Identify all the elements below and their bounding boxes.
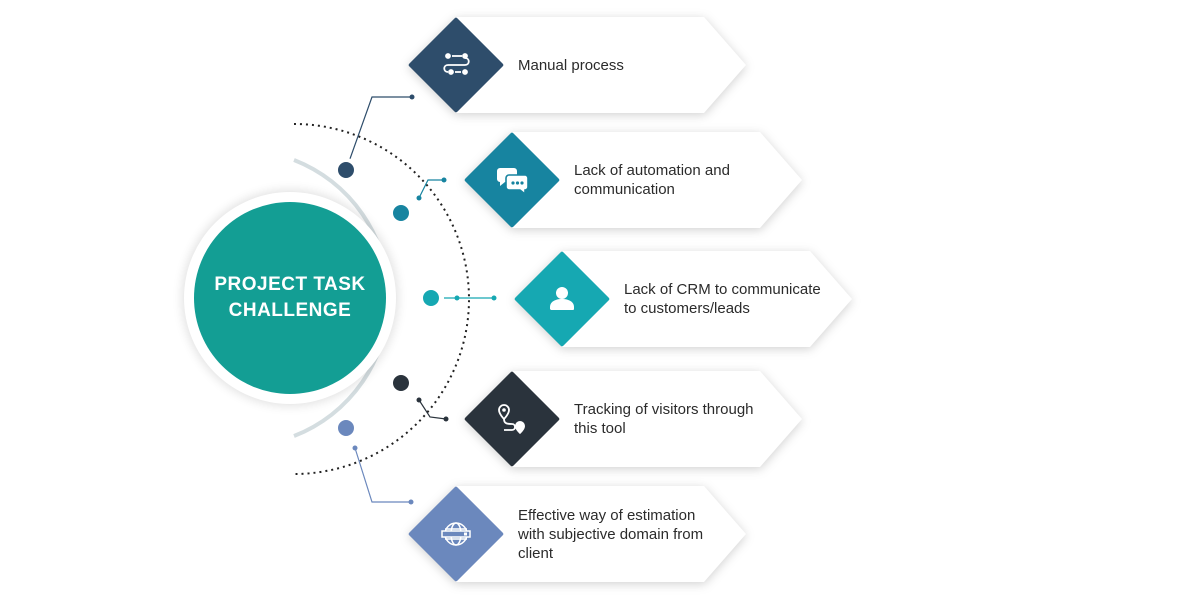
connector-4	[418, 399, 447, 420]
connector-1	[345, 96, 412, 171]
node-dot-2	[389, 201, 413, 225]
node-dot-4	[389, 371, 413, 395]
connector-5	[354, 447, 411, 503]
card-arrow-shape	[512, 132, 802, 228]
card-arrow-shape	[562, 251, 852, 347]
route-steps-icon	[443, 53, 470, 75]
node-dot-5	[334, 416, 358, 440]
card-label: Tracking of visitors through this tool	[574, 401, 754, 437]
dotted-arc	[293, 123, 470, 475]
card-arrow-shape	[456, 17, 746, 113]
challenge-card-crm: Lack of CRM to communicate to customers/…	[513, 250, 852, 348]
inner-arc	[293, 158, 391, 438]
challenge-card-manual-process: Manual process	[407, 16, 746, 114]
center-title: PROJECT TASK CHALLENGE	[214, 274, 366, 321]
node-dot-1	[334, 158, 358, 182]
node-dot-3	[419, 286, 443, 310]
card-arrow-shape	[456, 486, 746, 582]
user-icon	[550, 287, 574, 310]
chat-bubbles-icon	[497, 168, 529, 196]
challenge-card-automation: Lack of automation and communication	[463, 131, 802, 229]
globe-icon	[441, 522, 471, 546]
card-label: Lack of automation and communication	[574, 162, 730, 198]
challenge-card-estimation: Effective way of estimation with subject…	[407, 485, 746, 583]
card-label: Lack of CRM to communicate to customers/…	[624, 281, 821, 317]
center-circle: PROJECT TASK CHALLENGE	[194, 202, 386, 394]
card-arrow-shape	[512, 371, 802, 467]
connector-2	[418, 179, 444, 199]
challenge-card-tracking: Tracking of visitors through this tool	[463, 370, 802, 468]
card-label: Effective way of estimation with subject…	[518, 506, 704, 562]
card-label: Manual process	[518, 56, 624, 74]
location-path-icon	[498, 404, 525, 434]
